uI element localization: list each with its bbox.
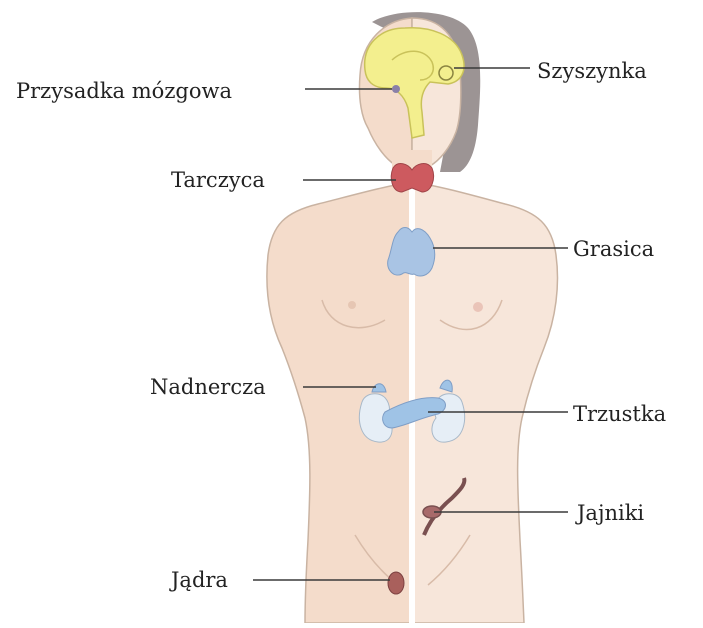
label-pancreas: Trzustka [573, 404, 666, 425]
label-pineal: Szyszynka [537, 61, 647, 82]
nipple-left [348, 301, 356, 309]
label-adrenals: Nadnercza [150, 377, 266, 398]
label-thyroid: Tarczyca [171, 170, 265, 191]
label-pituitary: Przysadka mózgowa [16, 81, 232, 102]
label-testes: Jądra [171, 570, 228, 591]
pituitary-gland [392, 85, 400, 93]
label-thymus: Grasica [573, 239, 654, 260]
torso-left [267, 182, 412, 623]
nipple-right [473, 302, 483, 312]
testis [388, 572, 404, 594]
pineal-gland [439, 66, 453, 80]
label-ovaries: Jajniki [577, 503, 644, 524]
